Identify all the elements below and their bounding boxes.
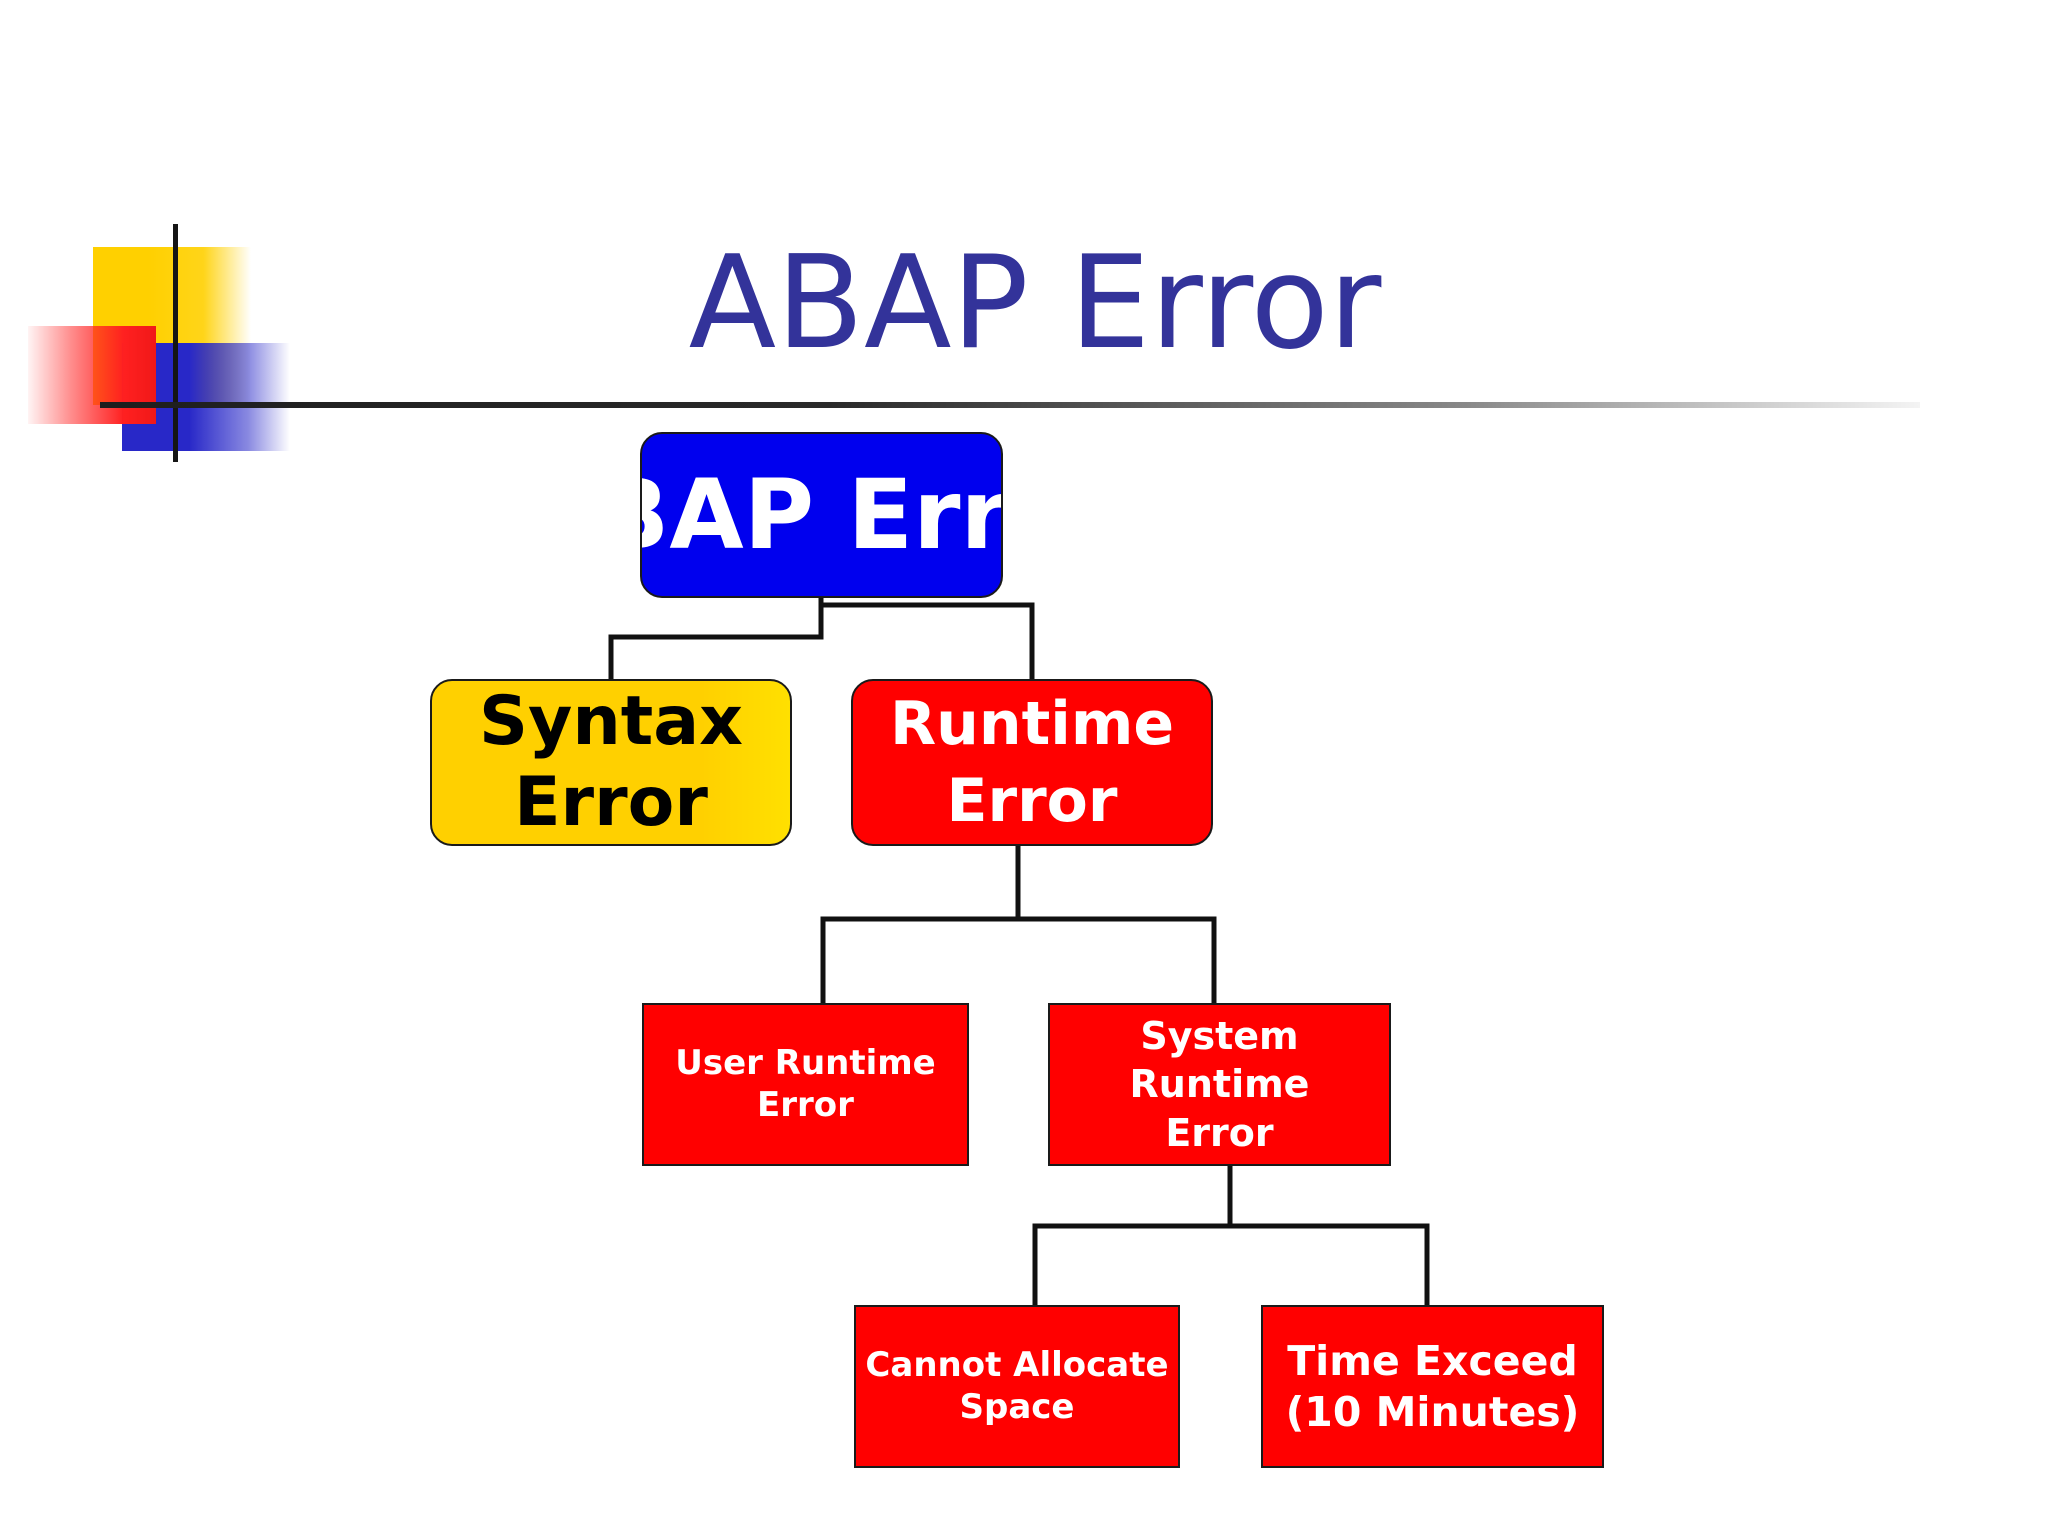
node-abap-error-label: ABAP Error (642, 459, 1001, 571)
node-cannot-allocate-space-label: Cannot Allocate Space (865, 1345, 1169, 1427)
connector-system-leaves (1032, 1223, 1430, 1305)
node-time-exceed: Time Exceed (10 Minutes) (1261, 1305, 1604, 1468)
node-runtime-error: Runtime Error (851, 679, 1213, 846)
connector-runtime-user (820, 916, 1217, 1003)
node-user-runtime-error-label: User Runtime Error (675, 1043, 936, 1125)
connector-root-syntax (608, 598, 824, 679)
node-syntax-error: Syntax Error (430, 679, 792, 846)
node-system-runtime-error: System Runtime Error (1048, 1003, 1391, 1166)
node-user-runtime-error: User Runtime Error (642, 1003, 969, 1166)
node-time-exceed-label: Time Exceed (10 Minutes) (1285, 1337, 1580, 1436)
title-underline (100, 402, 1920, 408)
node-runtime-error-label: Runtime Error (889, 689, 1175, 836)
connector-root-runtime (821, 602, 1035, 679)
node-abap-error: ABAP Error (640, 432, 1003, 598)
node-syntax-error-label: Syntax Error (479, 682, 743, 842)
decorative-vertical-line (173, 224, 178, 462)
slide-title: ABAP Error (688, 229, 1382, 378)
node-system-runtime-error-label: System Runtime Error (1129, 1014, 1310, 1155)
node-cannot-allocate-space: Cannot Allocate Space (854, 1305, 1180, 1468)
